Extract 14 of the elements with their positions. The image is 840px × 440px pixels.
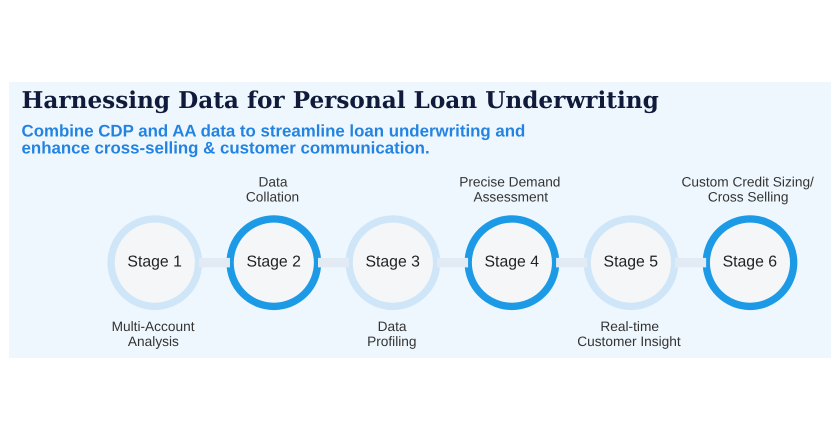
node-label: Data Collation	[246, 174, 300, 204]
label: Combine CDP and AA data to streamline loan underwriting and enhance cross-selling & customer communication.	[22, 122, 526, 158]
node-circle: Stage 1	[107, 215, 202, 310]
node-circle: Stage 2	[226, 215, 322, 310]
diagram-title: Harnessing Data for Personal Loan Underwriting	[22, 86, 659, 114]
node-label: Data Profiling	[367, 319, 417, 349]
node-label: Real-time Customer Insight	[577, 319, 681, 349]
node-label: Custom Credit Sizing/ Cross Selling	[682, 174, 814, 204]
node-circle: Stage 3	[345, 215, 440, 310]
node-label: Multi-Account Analysis	[112, 319, 195, 349]
node-circle: Stage 6	[702, 215, 798, 310]
node-label: Precise Demand Assessment	[459, 174, 560, 204]
node-circle: Stage 4	[464, 215, 560, 310]
node-circle: Stage 5	[584, 215, 678, 310]
